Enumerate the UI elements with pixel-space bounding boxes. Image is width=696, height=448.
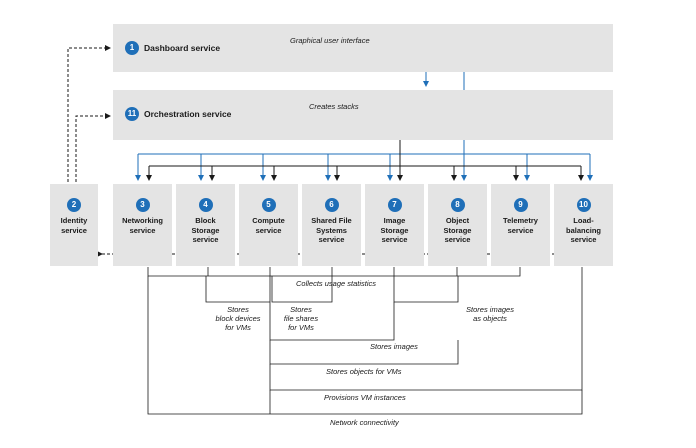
- service-label: Object Storage service: [443, 216, 472, 244]
- service-label: Block Storage service: [191, 216, 220, 244]
- annotation-gui: Graphical user interface: [290, 36, 370, 45]
- service-label: Load- balancing service: [565, 216, 601, 244]
- annotation-stores-images: Stores images: [370, 342, 418, 351]
- service-number-badge: 8: [450, 198, 465, 212]
- orchestration-service-name: Orchestration service: [144, 109, 232, 119]
- service-number-badge: 5: [261, 198, 276, 212]
- annotation-objects-vms: Stores objects for VMs: [326, 367, 402, 376]
- service-cell-image-storage: 7 Image Storage service: [365, 184, 424, 266]
- annotation-network: Network connectivity: [330, 418, 399, 427]
- annotation-file-shares: Stores file shares for VMs: [283, 305, 319, 332]
- service-cell-telemetry: 9 Telemetry service: [491, 184, 550, 266]
- dashboard-service-box: 1 Dashboard service: [113, 24, 613, 72]
- service-cell-compute: 5 Compute service: [239, 184, 298, 266]
- service-number-badge: 3: [135, 198, 150, 212]
- service-cell-networking: 3 Networking service: [113, 184, 172, 266]
- service-number-badge: 9: [513, 198, 528, 212]
- service-number-badge: 2: [67, 198, 81, 212]
- orchestration-service-box: 11 Orchestration service: [113, 90, 613, 140]
- annotation-block-devices: Stores block devices for VMs: [215, 305, 261, 332]
- service-cell-identity: 2 Identity service: [50, 184, 98, 266]
- service-cell-shared-file-systems: 6 Shared File Systems service: [302, 184, 361, 266]
- service-label: Shared File Systems service: [311, 216, 352, 244]
- service-cell-object-storage: 8 Object Storage service: [428, 184, 487, 266]
- annotation-provisions: Provisions VM instances: [324, 393, 406, 402]
- dashboard-number-badge: 1: [125, 41, 139, 55]
- annotation-creates-stacks: Creates stacks: [309, 102, 359, 111]
- identity-links: [67, 45, 111, 182]
- relationship-brackets: [147, 267, 583, 415]
- service-label: Telemetry service: [503, 216, 538, 235]
- service-number-badge: 4: [198, 198, 213, 212]
- service-label: Networking service: [122, 216, 163, 235]
- service-number-badge: 6: [324, 198, 339, 212]
- service-number-badge: 7: [387, 198, 402, 212]
- annotation-usage-statistics: Collects usage statistics: [296, 279, 377, 288]
- service-label: Image Storage service: [380, 216, 409, 244]
- annotation-images-objects: Stores images as objects: [466, 305, 514, 323]
- service-label: Identity service: [60, 216, 88, 235]
- service-label: Compute service: [252, 216, 285, 235]
- service-number-badge: 10: [576, 198, 591, 212]
- dashboard-service-name: Dashboard service: [144, 43, 221, 53]
- service-cell-block-storage: 4 Block Storage service: [176, 184, 235, 266]
- orchestration-number-badge: 11: [125, 107, 139, 121]
- service-cell-load-balancing: 10 Load- balancing service: [554, 184, 613, 266]
